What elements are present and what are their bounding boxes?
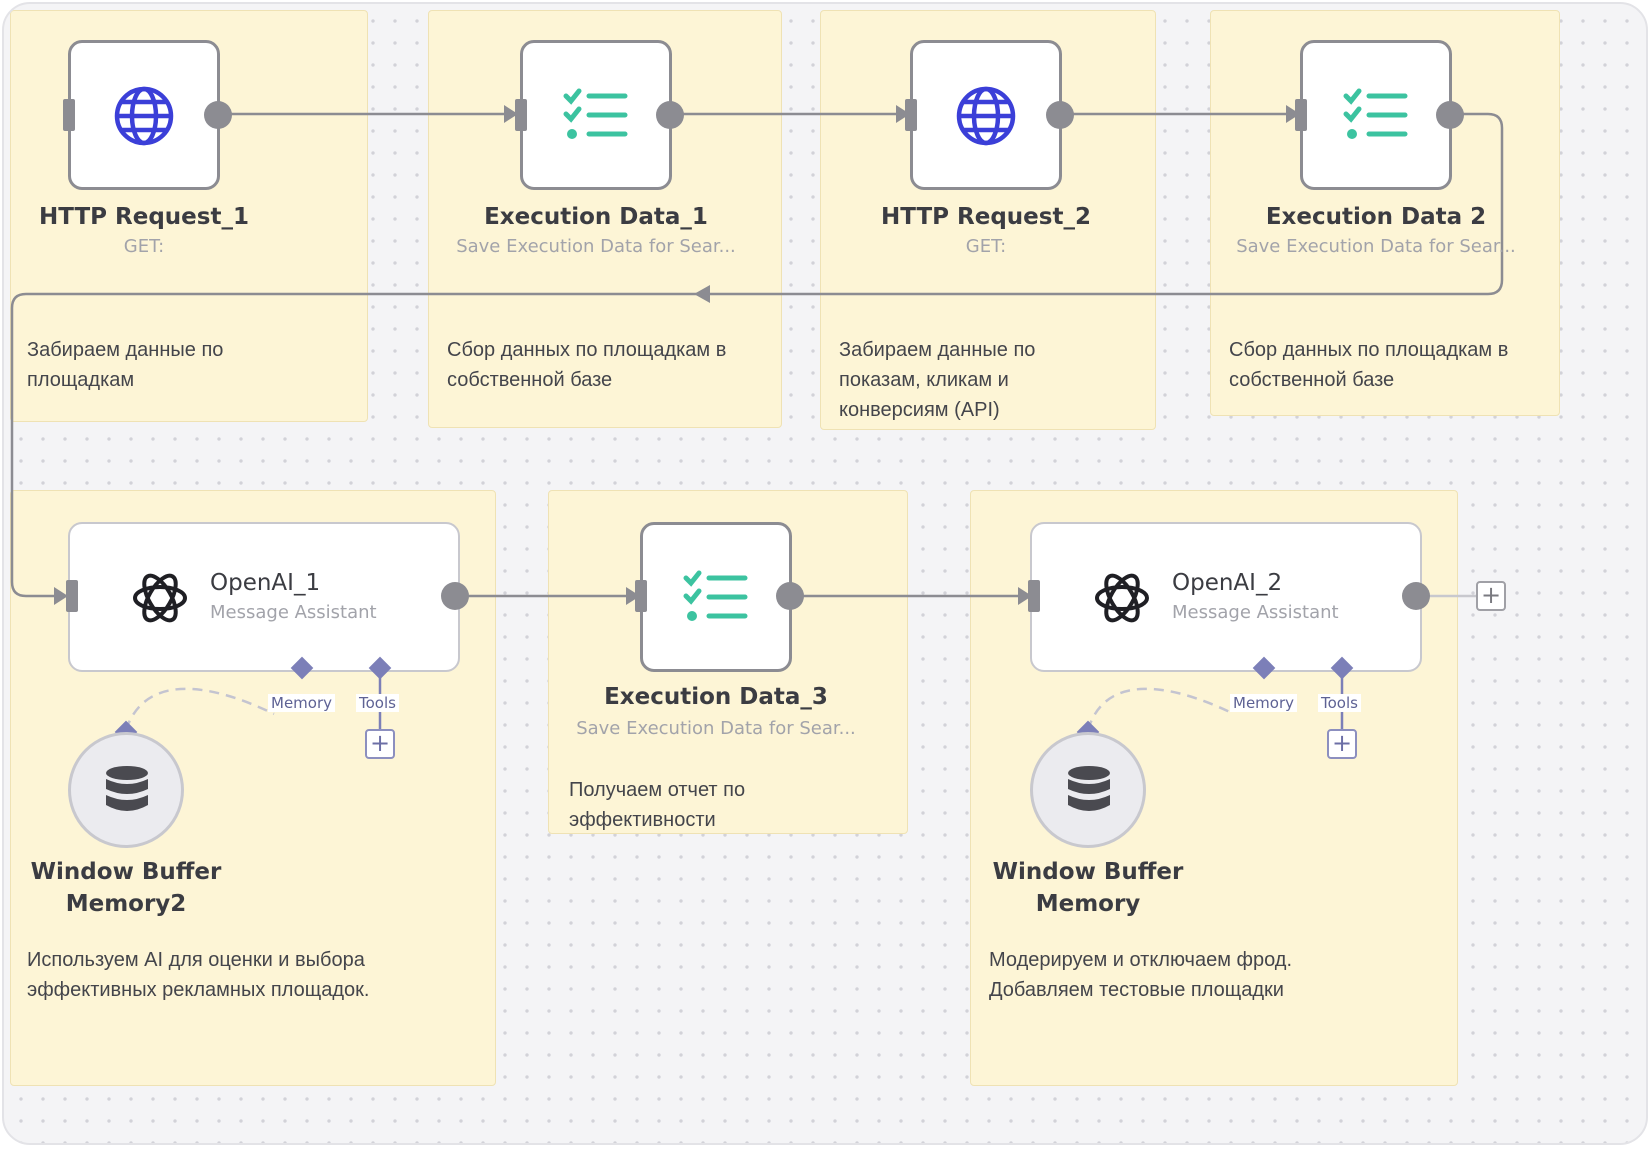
node-title-openai-1: OpenAI_1 [210,570,321,596]
arrow-exec2-in [1286,105,1300,123]
node-title-execution-data-2: Execution Data 2 [1265,204,1487,230]
sticky-note-1-text: Забираем данные по площадкам [27,339,224,391]
checklist-icon [1343,87,1409,150]
sticky-note-2-text: Сбор данных по площадкам в собственной б… [447,339,727,391]
node-subtitle-execution-data-3: Save Execution Data for Sear... [576,718,856,739]
connection-exec2-openai1 [10,112,1504,598]
node-openai-2[interactable]: OpenAI_2 Message Assistant [1030,522,1422,672]
arrow-midline [694,285,710,303]
globe-icon [113,85,175,152]
node-subtitle-openai-1: Message Assistant [210,602,377,623]
arrow-http2-in [896,105,910,123]
input-handle-http-request-1[interactable] [63,99,75,131]
node-subtitle-http-request-2: GET: [965,236,1007,257]
sticky-note-6-text: Получаем отчет по эффективности [569,779,746,831]
sticky-note-7-text: Модерируем и отключаем фрод. Добавляем т… [989,949,1292,1001]
sticky-note-3-text: Забираем данные по показам, кликам и кон… [839,339,1036,421]
checklist-icon [563,87,629,150]
node-title-http-request-1: HTTP Request_1 [39,204,249,230]
arrow-exec3-in [626,587,640,605]
node-title-window-buffer-memory: Window Buffer Memory [992,859,1184,917]
node-title-openai-2: OpenAI_2 [1172,570,1283,596]
checklist-icon [683,569,749,632]
node-execution-data-2[interactable] [1300,40,1452,190]
database-icon [1067,765,1111,820]
output-handle-http-request-2[interactable] [1046,101,1074,129]
arrow-exec1-in [504,105,518,123]
node-window-buffer-memory[interactable] [1030,732,1146,848]
node-window-buffer-memory-2[interactable] [68,732,184,848]
output-handle-execution-data-2[interactable] [1436,101,1464,129]
tools-port-label-openai-2: Tools [1318,694,1361,712]
output-handle-execution-data-1[interactable] [656,101,684,129]
add-tool-button-openai-2[interactable]: + [1327,729,1357,759]
memory-port-label-openai-1: Memory [268,694,336,712]
memory-link-1 [124,687,275,731]
openai-icon [128,566,192,635]
sticky-note-5-text: Используем AI для оценки и выбора эффект… [27,949,370,1001]
add-tool-button-openai-1[interactable]: + [365,729,395,759]
openai-icon [1090,566,1154,635]
output-handle-openai-2[interactable] [1402,582,1430,610]
node-subtitle-openai-2: Message Assistant [1172,602,1339,623]
node-title-http-request-2: HTTP Request_2 [881,204,1091,230]
node-title-execution-data-3: Execution Data_3 [604,684,828,710]
sticky-note-4-text: Сбор данных по площадкам в собственной б… [1229,339,1509,391]
node-http-request-1[interactable] [68,40,220,190]
node-title-window-buffer-memory-2: Window Buffer Memory2 [30,859,222,917]
connections-layer [10,105,1504,731]
memory-port-label-openai-2: Memory [1230,694,1298,712]
database-icon [105,765,149,820]
output-handle-execution-data-3[interactable] [776,582,804,610]
node-execution-data-1[interactable] [520,40,672,190]
add-node-button[interactable]: + [1476,581,1506,611]
input-handle-openai-1[interactable] [66,580,78,612]
arrow-openai1-in [54,587,68,605]
node-execution-data-3[interactable] [640,522,792,672]
node-subtitle-execution-data-1: Save Execution Data for Sear... [456,236,736,257]
tools-port-label-openai-1: Tools [356,694,399,712]
output-handle-openai-1[interactable] [441,582,469,610]
node-subtitle-http-request-1: GET: [123,236,165,257]
input-handle-execution-data-1[interactable] [515,99,527,131]
globe-icon [955,85,1017,152]
arrow-openai2-in [1018,587,1032,605]
input-handle-execution-data-3[interactable] [635,580,647,612]
node-http-request-2[interactable] [910,40,1062,190]
node-openai-1[interactable]: OpenAI_1 Message Assistant [68,522,460,672]
output-handle-http-request-1[interactable] [204,101,232,129]
node-title-execution-data-1: Execution Data_1 [484,204,708,230]
input-handle-http-request-2[interactable] [905,99,917,131]
input-handle-openai-2[interactable] [1028,580,1040,612]
memory-link-2 [1086,687,1235,731]
input-handle-execution-data-2[interactable] [1295,99,1307,131]
node-subtitle-execution-data-2: Save Execution Data for Sear... [1236,236,1516,257]
